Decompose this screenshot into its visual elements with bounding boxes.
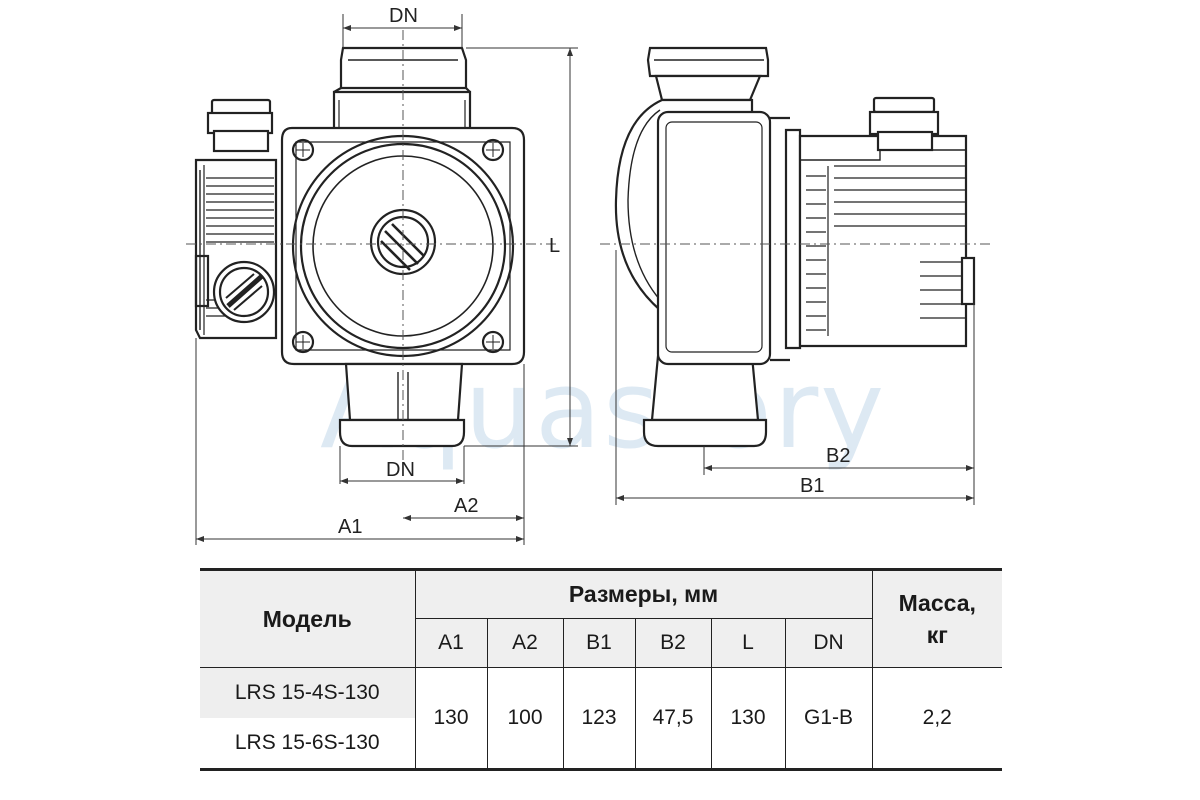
dim-label-l: L: [549, 235, 560, 257]
model-column-header: Модель: [200, 569, 416, 668]
mass-column-header: Масса, кг: [871, 569, 1002, 668]
value-b2: 47,5: [634, 667, 711, 770]
column-header-b2: B2: [634, 618, 711, 668]
dim-label-a2: A2: [454, 495, 478, 517]
pump-technical-drawing: Aquastory: [186, 5, 990, 545]
pump-side-view: [600, 46, 990, 448]
column-header-a2: A2: [486, 618, 563, 668]
terminal-box-front: [194, 98, 278, 340]
column-header-dn: DN: [784, 618, 872, 668]
pump-front-view: [186, 30, 560, 465]
value-mass: 2,2: [871, 667, 1002, 770]
model-name-1: LRS 15-4S-130: [200, 667, 416, 718]
value-b1: 123: [562, 667, 635, 770]
dim-label-dn-top: DN: [389, 5, 418, 27]
top-pipe-connection: [332, 46, 472, 134]
specifications-table: Модель Размеры, мм Масса, кг A1 A2 B1 B2…: [200, 568, 1002, 771]
column-header-l: L: [710, 618, 785, 668]
column-header-a1: A1: [415, 618, 487, 668]
dim-label-b2: B2: [826, 445, 850, 467]
front-centerlines: [186, 30, 560, 465]
model-name-2: LRS 15-6S-130: [200, 717, 416, 770]
column-header-b1: B1: [562, 618, 635, 668]
bottom-pipe-connection: [338, 362, 466, 448]
dimension-lines: [195, 14, 975, 545]
dim-label-a1: A1: [338, 516, 362, 538]
value-dn: G1-B: [784, 667, 872, 770]
value-l: 130: [710, 667, 785, 770]
dim-label-b1: B1: [800, 475, 824, 497]
sizes-group-header: Размеры, мм: [415, 569, 872, 619]
value-a2: 100: [486, 667, 563, 770]
dim-label-dn-bottom: DN: [386, 459, 415, 481]
value-a1: 130: [415, 667, 487, 770]
